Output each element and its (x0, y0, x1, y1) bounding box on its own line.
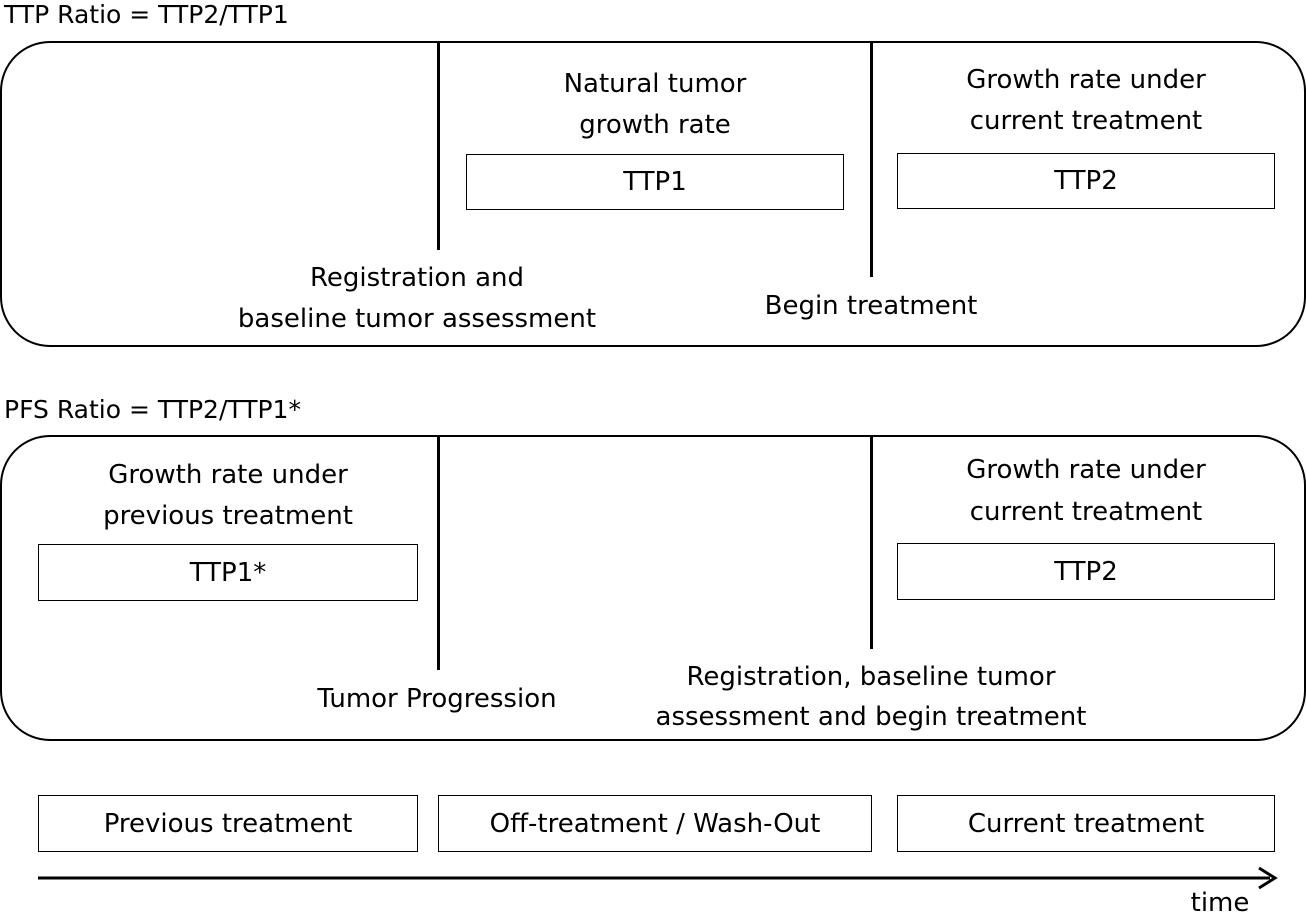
registration-label-line2: baseline tumor assessment (237, 304, 597, 334)
natural-growth-label-line2: growth rate (579, 110, 731, 140)
top-registration-divider (437, 41, 440, 250)
previous-growth-label-line2: previous treatment (103, 501, 353, 531)
bottom-panel-frame (0, 435, 1306, 741)
begin-treatment-label: Begin treatment (764, 291, 978, 321)
time-axis-label: time (1190, 888, 1250, 918)
bottom-current-growth-label-line1: Growth rate under (966, 455, 1206, 485)
top-panel-title: TTP Ratio = TTP2/TTP1 (4, 0, 289, 29)
top-panel-frame (0, 41, 1306, 347)
time-axis-arrow (38, 866, 1278, 890)
top-current-growth-label-line1: Growth rate under (966, 65, 1206, 95)
ttp1-box: TTP1 (466, 154, 844, 210)
top-begin-treatment-divider (870, 41, 873, 277)
previous-growth-label-line1: Growth rate under (108, 460, 348, 490)
bottom-ttp2-box: TTP2 (897, 543, 1275, 600)
top-current-growth-label-line2: current treatment (969, 106, 1203, 136)
phase-washout: Off-treatment / Wash-Out (438, 795, 872, 852)
natural-growth-label-line1: Natural tumor (563, 69, 747, 99)
bottom-registration-label-line1: Registration, baseline tumor (686, 662, 1056, 692)
bottom-panel-title: PFS Ratio = TTP2/TTP1* (4, 395, 301, 424)
phase-previous-treatment: Previous treatment (38, 795, 418, 852)
registration-label-line1: Registration and (310, 263, 524, 293)
bottom-current-growth-label-line2: current treatment (969, 497, 1203, 527)
phase-current-treatment: Current treatment (897, 795, 1275, 852)
top-ttp2-box: TTP2 (897, 153, 1275, 209)
bottom-registration-divider (870, 435, 873, 649)
tumor-progression-label: Tumor Progression (317, 684, 557, 714)
bottom-registration-label-line2: assessment and begin treatment (655, 702, 1087, 732)
bottom-tumor-progression-divider (437, 435, 440, 670)
ttp1-star-box: TTP1* (38, 544, 418, 601)
